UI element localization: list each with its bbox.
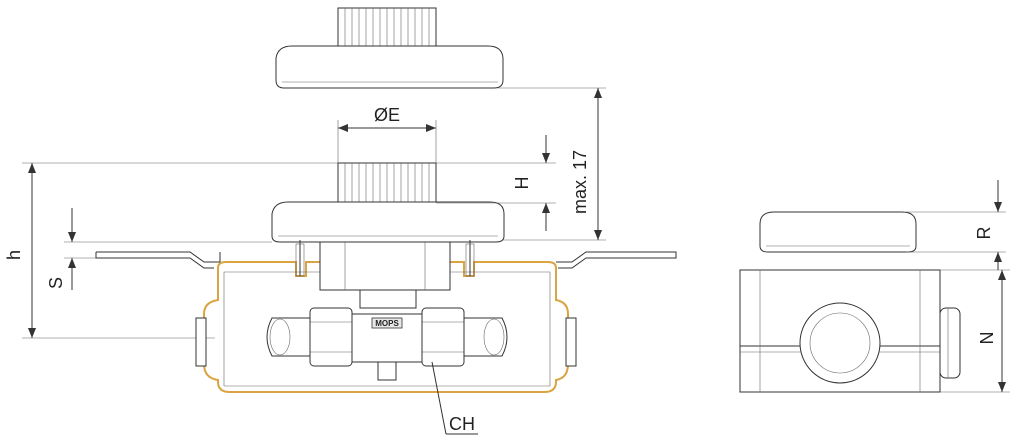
dimension-h-upper: H [436,135,556,231]
dimension-n: N [940,269,1010,393]
label-h-lower: h [4,250,24,260]
dimension-s: S [46,208,272,290]
label-max17: max. 17 [570,150,590,214]
dimension-diameter-e: ØE [337,105,437,165]
mounting-plate [95,251,677,269]
label-h-upper: H [512,177,532,190]
dimension-r: R [906,180,1006,270]
mounted-knob [271,162,505,243]
leader-ch: CH [431,361,478,435]
junction-box [195,240,577,393]
dimension-max17: max. 17 [498,87,606,241]
front-view: max. 17 ØE [4,7,677,435]
dimension-h-lower: h [4,162,338,339]
label-ch: CH [449,414,475,434]
label-n: N [977,332,997,345]
side-view: R N [739,180,1010,393]
exploded-knob [275,7,504,89]
label-r: R [974,227,994,240]
valve-assembly: MOPS [266,241,508,381]
label-diameter-e: ØE [374,105,400,125]
label-s: S [46,277,66,289]
brand-label: MOPS [375,319,399,328]
